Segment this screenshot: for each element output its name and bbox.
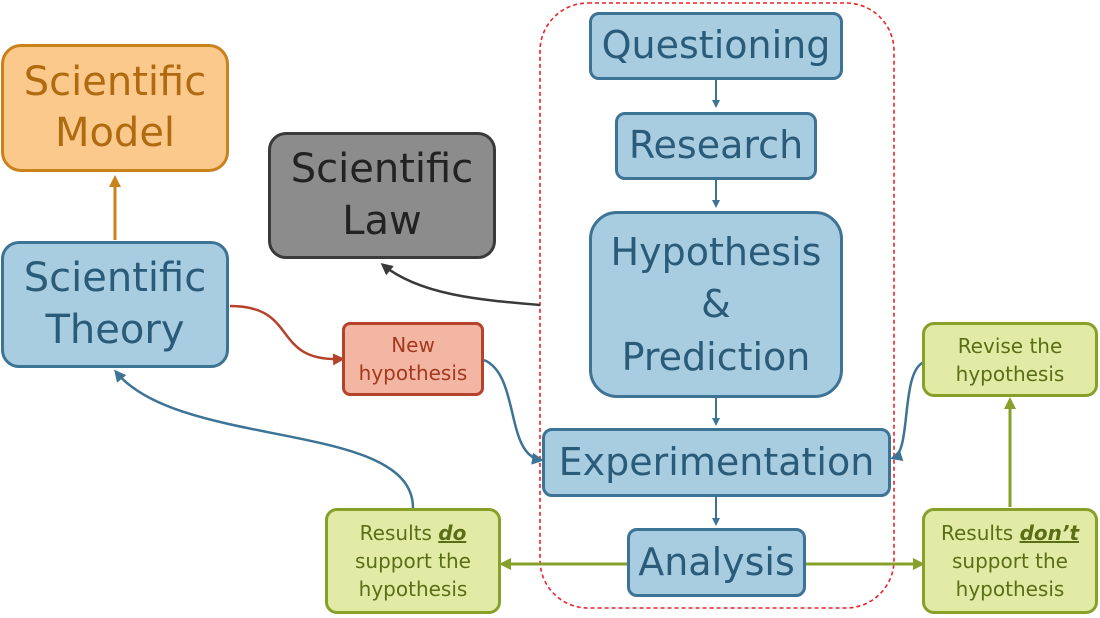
- results-do-line3: hypothesis: [358, 577, 468, 601]
- analysis-label: Analysis: [638, 539, 795, 584]
- results-dont-prefix: Results: [940, 521, 1020, 545]
- analysis-box: Analysis: [627, 528, 806, 597]
- results-do-box: Results do support the hypothesis: [325, 508, 501, 614]
- results-dont-line2: support the: [952, 549, 1068, 573]
- questioning-label: Questioning: [601, 23, 831, 68]
- law-label-line1: Scientific: [290, 146, 474, 193]
- hypothesis-label-line3: Prediction: [621, 334, 811, 379]
- law-label-line2: Law: [342, 197, 422, 244]
- scientific-law-box: Scientific Law: [268, 132, 496, 259]
- results-do-line1: Results do: [360, 519, 467, 547]
- research-box: Research: [615, 112, 817, 180]
- new-hypothesis-line2: hypothesis: [358, 361, 468, 385]
- theory-label-line2: Theory: [45, 306, 185, 353]
- hypothesis-box: Hypothesis & Prediction: [589, 211, 843, 398]
- arrow-new-hypothesis-experimentation: [483, 358, 544, 465]
- arrow-theory-new-hypothesis: [229, 304, 345, 366]
- scientific-theory-box: Scientific Theory: [1, 241, 229, 368]
- revise-line2: hypothesis: [955, 361, 1065, 386]
- results-dont-line1: Results don’t: [941, 519, 1079, 547]
- revise-line1: Revise the: [957, 333, 1063, 358]
- results-dont-box: Results don’t support the hypothesis: [922, 508, 1098, 614]
- theory-label-line1: Scientific: [23, 255, 207, 302]
- questioning-box: Questioning: [589, 12, 843, 80]
- arrow-results-do-theory: [114, 369, 415, 509]
- new-hypothesis-box: New hypothesis: [342, 322, 484, 396]
- new-hypothesis-line1: New: [391, 333, 435, 357]
- results-do-emphasis: do: [438, 521, 467, 545]
- research-label: Research: [628, 123, 804, 168]
- hypothesis-label-line1: Hypothesis: [610, 229, 822, 274]
- arrow-revise-experimentation: [890, 360, 925, 461]
- arrow-to-law: [380, 263, 541, 307]
- experimentation-box: Experimentation: [542, 428, 891, 497]
- revise-hypothesis-box: Revise the hypothesis: [922, 322, 1098, 397]
- model-label-line2: Model: [54, 110, 176, 156]
- model-label-line1: Scientific: [23, 58, 207, 105]
- scientific-model-box: Scientific Model: [1, 44, 229, 172]
- results-dont-emphasis: don’t: [1019, 521, 1080, 545]
- results-do-prefix: Results: [359, 521, 439, 545]
- process-frame: [539, 2, 895, 609]
- results-do-line2: support the: [355, 549, 471, 573]
- experimentation-label: Experimentation: [558, 439, 875, 484]
- results-dont-line3: hypothesis: [955, 577, 1065, 601]
- hypothesis-label-line2: &: [701, 282, 731, 327]
